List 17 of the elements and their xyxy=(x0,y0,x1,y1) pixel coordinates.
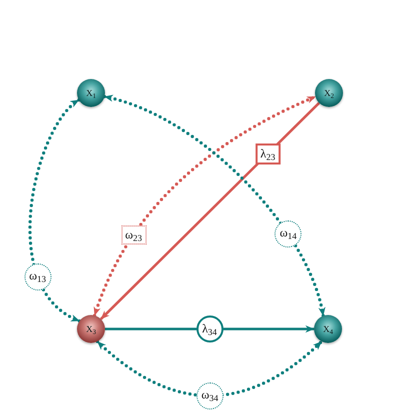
node-label: X$_{4}$ xyxy=(323,324,333,334)
sphere-node xyxy=(314,315,342,343)
edge-label: ω$_{14}$ xyxy=(274,220,302,248)
arrow xyxy=(105,325,314,333)
edge-label: λ$_{34}$ xyxy=(196,316,223,342)
dotted-double-headed-arrow xyxy=(28,98,82,323)
sphere-node xyxy=(77,315,105,343)
edge-label: ω$_{13}$ xyxy=(24,263,52,290)
sphere-node xyxy=(77,79,105,107)
edge-label: ω$_{23}$ xyxy=(121,225,146,244)
edge-label: ω$_{34}$ xyxy=(196,382,224,410)
node-label: X$_{2}$ xyxy=(324,88,334,98)
dotted-double-headed-arrow xyxy=(96,340,324,398)
node-label: X$_{1}$ xyxy=(86,88,96,98)
edge-label: λ$_{23}$ xyxy=(255,143,280,164)
node-label: X$_{3}$ xyxy=(86,324,96,334)
sphere-node xyxy=(315,79,343,107)
